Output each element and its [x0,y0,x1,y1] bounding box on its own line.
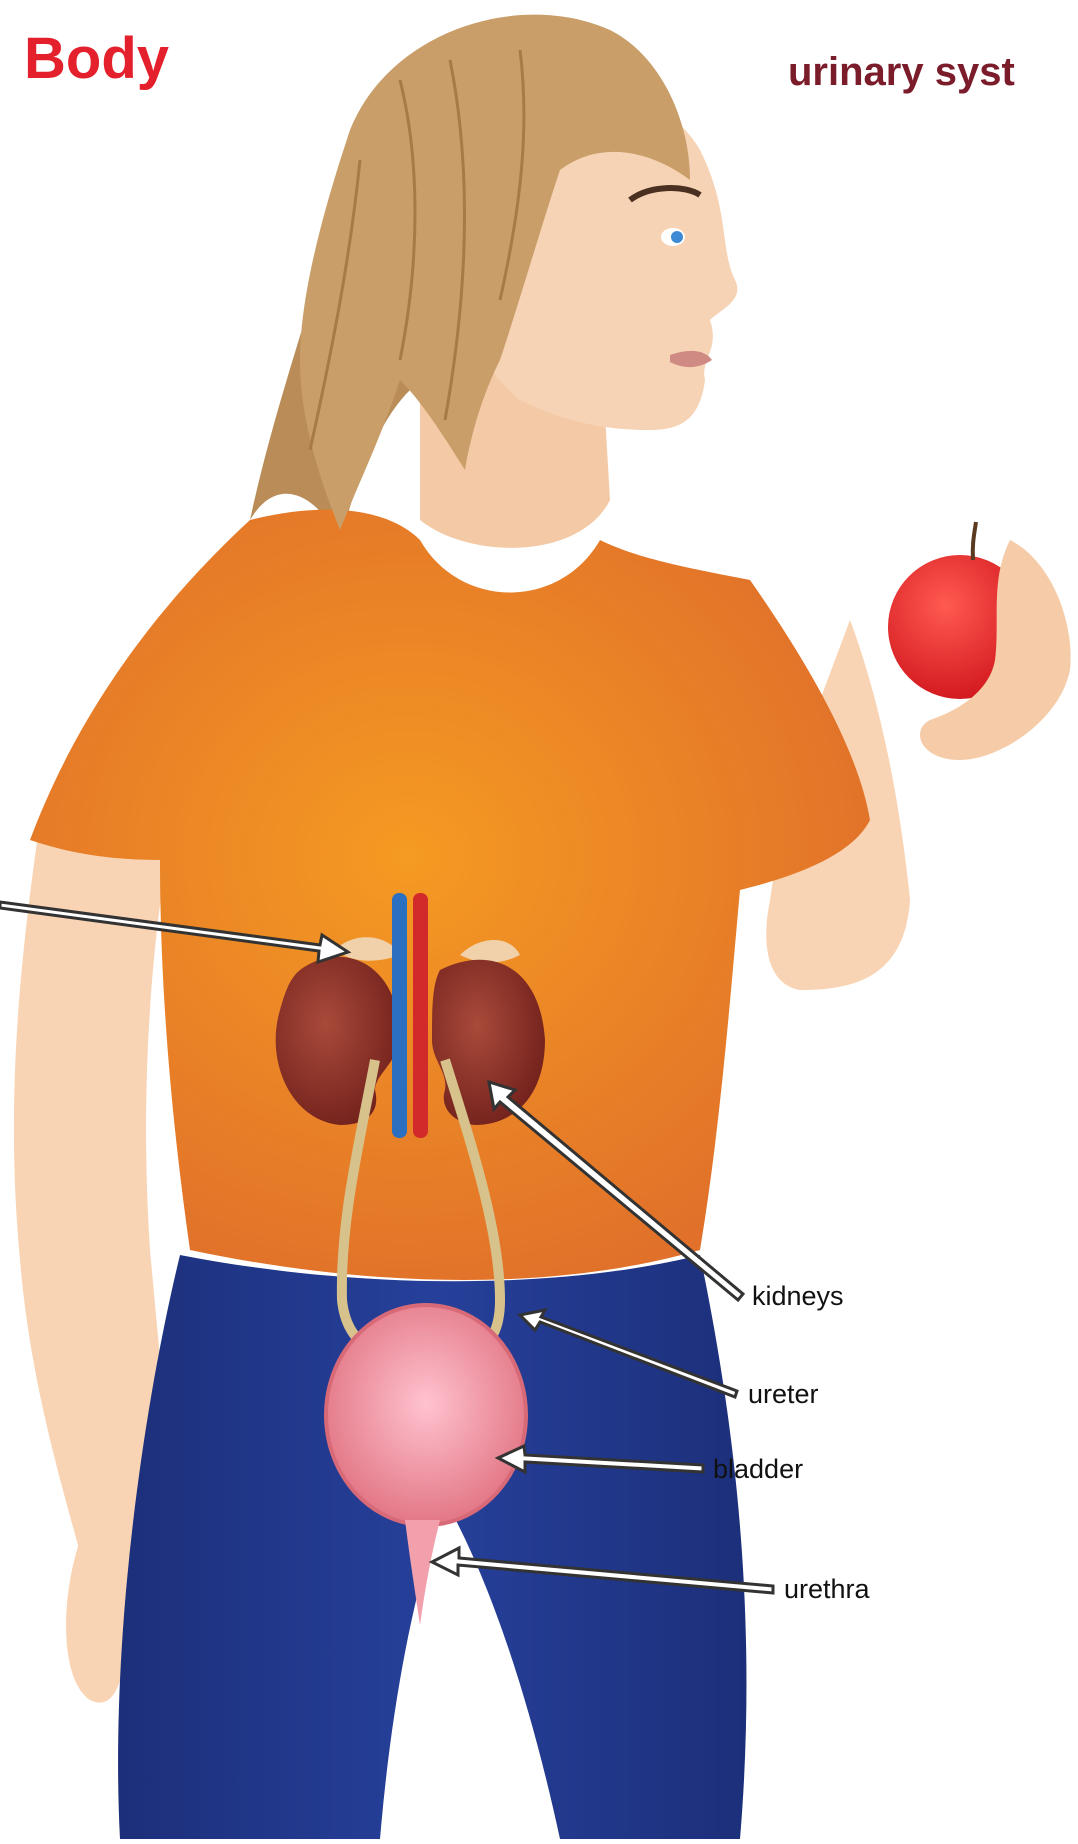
page-title: Body [24,30,169,88]
label-kidneys: kidneys [752,1283,844,1310]
aorta [413,893,428,1138]
page-subtitle: urinary syst [788,52,1015,92]
vena-cava [392,893,407,1138]
label-urethra: urethra [784,1576,870,1603]
label-ureter: ureter [748,1381,819,1408]
apple-stem [973,522,976,560]
bladder [326,1305,526,1525]
label-bladder: bladder [713,1456,803,1483]
iris [671,231,683,243]
